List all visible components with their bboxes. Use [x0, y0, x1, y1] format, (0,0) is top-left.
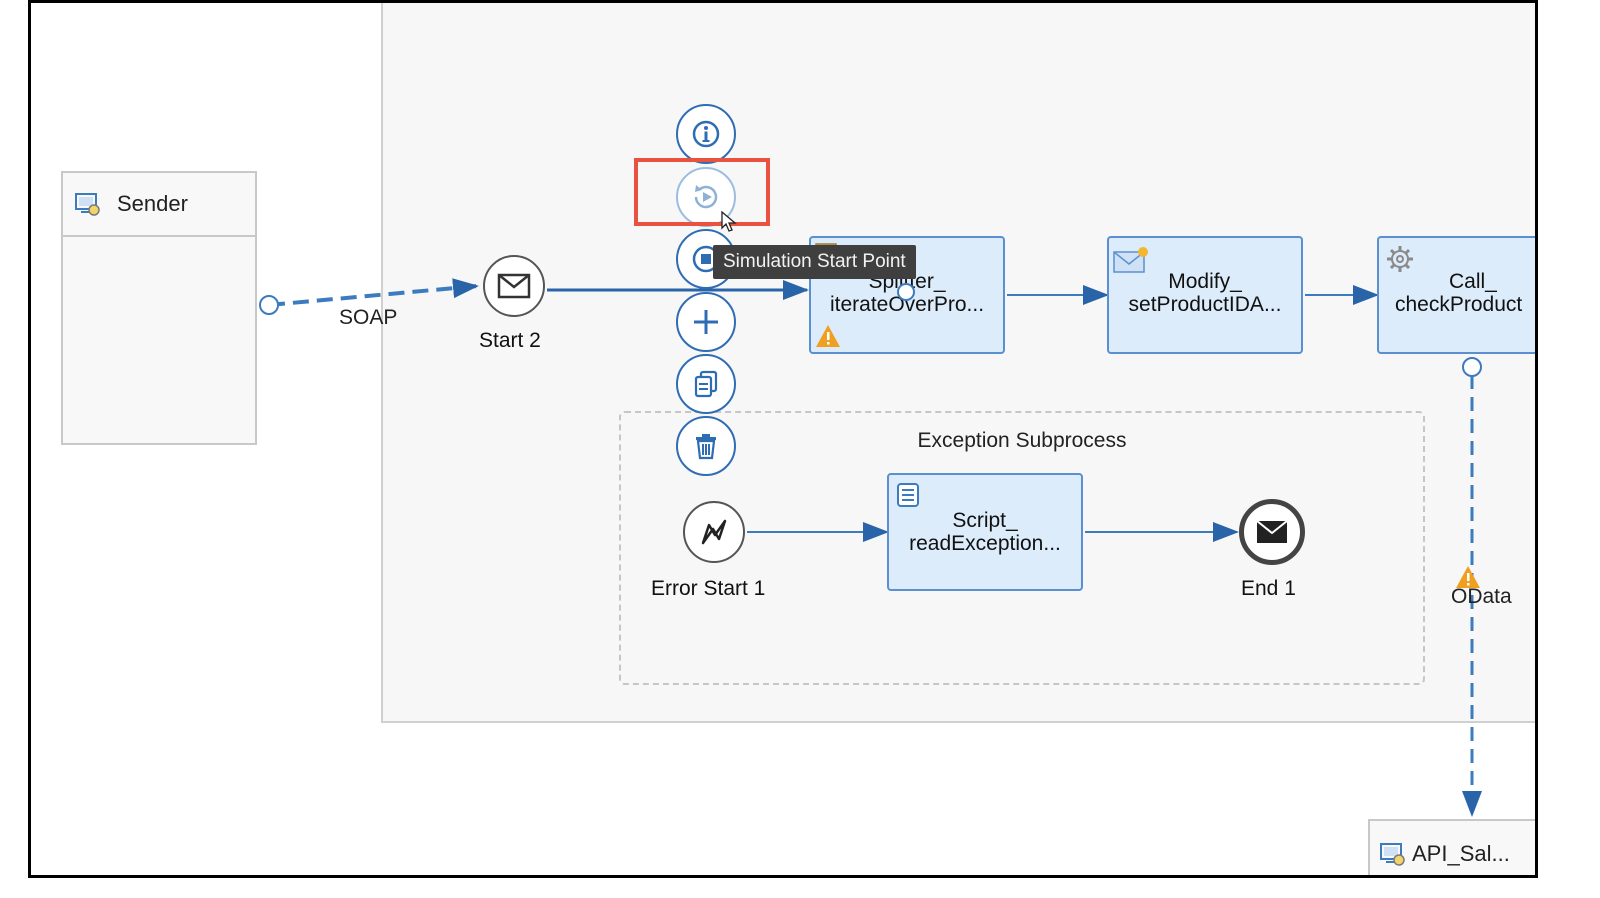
- info-icon: [691, 119, 721, 149]
- splitter-connection-point[interactable]: [897, 283, 915, 301]
- plus-icon: [691, 307, 721, 337]
- start-event-label: Start 2: [479, 329, 541, 352]
- odata-label: OData: [1451, 585, 1512, 608]
- copy-button[interactable]: [676, 354, 736, 414]
- message-start-icon: [497, 273, 531, 299]
- end-event[interactable]: [1239, 499, 1305, 565]
- mouse-cursor-icon: [721, 210, 737, 238]
- simulation-start-button[interactable]: [676, 167, 736, 227]
- error-icon: [699, 517, 729, 547]
- odata-connection-start: [1462, 357, 1482, 377]
- tooltip: Simulation Start Point: [713, 245, 916, 279]
- error-start-event[interactable]: [683, 501, 745, 563]
- simulation-start-icon: [690, 181, 722, 213]
- info-button[interactable]: [676, 104, 736, 164]
- script-icon: [895, 481, 923, 514]
- end-event-label: End 1: [1241, 577, 1296, 600]
- connections-layer: [259, 278, 1482, 817]
- receiver-label: API_Sal...: [1412, 841, 1510, 866]
- receiver-participant[interactable]: API_Sal...: [1368, 819, 1535, 875]
- splitter-task-line2: iterateOverPro...: [829, 293, 985, 316]
- integration-process-pool[interactable]: [381, 3, 1535, 723]
- exception-subprocess-title: Exception Subprocess: [917, 429, 1127, 452]
- gear-icon: [1385, 244, 1415, 279]
- copy-icon: [691, 369, 721, 399]
- soap-label: SOAP: [339, 306, 398, 329]
- message-end-icon: [1256, 520, 1288, 544]
- call-task-line1: Call_: [1449, 270, 1497, 293]
- warning-icon: [815, 324, 841, 353]
- content-modifier-task[interactable]: Modify_ setProductIDA...: [1107, 236, 1303, 354]
- add-button[interactable]: [676, 292, 736, 352]
- start-event[interactable]: [483, 255, 545, 317]
- odata-warning-icon: [1455, 565, 1481, 594]
- sender-participant[interactable]: Sender: [61, 171, 257, 445]
- modify-task-line2: setProductIDA...: [1128, 293, 1282, 316]
- exception-subprocess[interactable]: Exception Subprocess: [619, 411, 1425, 685]
- soap-connection: [268, 278, 479, 307]
- sender-label: Sender: [117, 191, 188, 216]
- script-task-line1: Script_: [952, 509, 1018, 532]
- content-modifier-icon: [1113, 246, 1149, 281]
- system-icon: [75, 191, 101, 217]
- trash-icon: [691, 431, 721, 461]
- system-icon: [1380, 841, 1406, 867]
- script-task-line2: readException...: [909, 532, 1061, 555]
- script-task[interactable]: Script_ readException...: [887, 473, 1083, 591]
- delete-button[interactable]: [676, 416, 736, 476]
- soap-connection-start: [259, 295, 279, 315]
- modify-task-line1: Modify_: [1168, 270, 1242, 293]
- diagram-canvas[interactable]: Sender SOAP Start 2 Splitter_ iterateOve…: [28, 0, 1538, 878]
- highlight-box: [634, 158, 770, 226]
- call-task-line2: checkProduct: [1395, 293, 1523, 316]
- request-reply-task[interactable]: Call_ checkProduct: [1377, 236, 1535, 354]
- error-start-label: Error Start 1: [651, 577, 766, 600]
